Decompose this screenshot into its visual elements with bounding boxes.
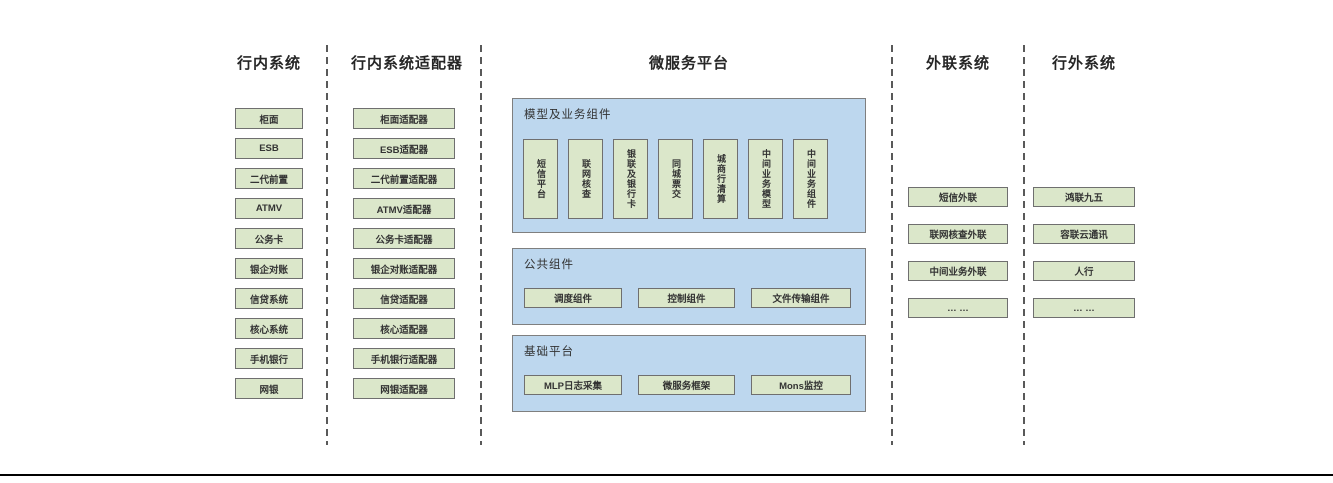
component-node: 银联及银行卡 [613, 139, 648, 219]
external-node: 短信外联 [908, 187, 1008, 207]
column-separator [1023, 45, 1025, 445]
adapters-column: 柜面适配器 ESB适配器 二代前置适配器 ATMV适配器 公务卡适配器 银企对账… [353, 108, 455, 399]
adapter-node: 信贷适配器 [353, 288, 455, 309]
adapter-node: 银企对账适配器 [353, 258, 455, 279]
external-node: 联网核查外联 [908, 224, 1008, 244]
component-node: 同城票交 [658, 139, 693, 219]
adapter-node: 二代前置适配器 [353, 168, 455, 189]
system-node: 手机银行 [235, 348, 303, 369]
outbank-node: 鸿联九五 [1033, 187, 1135, 207]
component-node: 控制组件 [638, 288, 735, 308]
column-separator [480, 45, 482, 445]
component-node: Mons监控 [751, 375, 851, 395]
system-node: 核心系统 [235, 318, 303, 339]
adapter-node: 柜面适配器 [353, 108, 455, 129]
component-node: 文件传输组件 [751, 288, 851, 308]
section-model-components: 模型及业务组件 短信平台 联网核查 银联及银行卡 同城票交 城商行清算 中间业务… [512, 98, 866, 233]
column-header-outbank: 行外系统 [1051, 55, 1117, 72]
adapter-node: 核心适配器 [353, 318, 455, 339]
component-node: 中间业务组件 [793, 139, 828, 219]
model-components-row: 短信平台 联网核查 银联及银行卡 同城票交 城商行清算 中间业务模型 中间业务组… [523, 139, 828, 219]
section-base-platform: 基础平台 MLP日志采集 微服务框架 Mons监控 [512, 335, 866, 412]
component-node: 调度组件 [524, 288, 622, 308]
system-node: 柜面 [235, 108, 303, 129]
system-node: 网银 [235, 378, 303, 399]
system-node: 二代前置 [235, 168, 303, 189]
component-node: MLP日志采集 [524, 375, 622, 395]
inbank-column: 柜面 ESB 二代前置 ATMV 公务卡 银企对账 信贷系统 核心系统 手机银行… [235, 108, 303, 399]
system-node: ATMV [235, 198, 303, 219]
component-node: 城商行清算 [703, 139, 738, 219]
external-column: 短信外联 联网核查外联 中间业务外联 … … [908, 187, 1008, 318]
outbank-column: 鸿联九五 容联云通讯 人行 … … [1033, 187, 1135, 318]
column-header-external: 外联系统 [925, 55, 991, 72]
section-common-components: 公共组件 调度组件 控制组件 文件传输组件 [512, 248, 866, 325]
adapter-node: ESB适配器 [353, 138, 455, 159]
column-header-inbank: 行内系统 [236, 55, 302, 72]
outbank-node: 人行 [1033, 261, 1135, 281]
adapter-node: 公务卡适配器 [353, 228, 455, 249]
adapter-node: ATMV适配器 [353, 198, 455, 219]
column-separator [326, 45, 328, 445]
common-components-row: 调度组件 控制组件 文件传输组件 [524, 288, 851, 308]
system-node: 信贷系统 [235, 288, 303, 309]
column-separator [891, 45, 893, 445]
external-node: 中间业务外联 [908, 261, 1008, 281]
system-node: 公务卡 [235, 228, 303, 249]
outbank-node: … … [1033, 298, 1135, 318]
section-title: 基础平台 [524, 346, 574, 358]
base-platform-row: MLP日志采集 微服务框架 Mons监控 [524, 375, 851, 395]
component-node: 微服务框架 [638, 375, 735, 395]
adapter-node: 网银适配器 [353, 378, 455, 399]
adapter-node: 手机银行适配器 [353, 348, 455, 369]
external-node: … … [908, 298, 1008, 318]
section-title: 模型及业务组件 [524, 109, 612, 121]
component-node: 短信平台 [523, 139, 558, 219]
bottom-border-line [0, 474, 1333, 476]
component-node: 中间业务模型 [748, 139, 783, 219]
column-header-adapters: 行内系统适配器 [350, 55, 464, 72]
component-node: 联网核查 [568, 139, 603, 219]
system-node: 银企对账 [235, 258, 303, 279]
section-title: 公共组件 [524, 259, 574, 271]
system-node: ESB [235, 138, 303, 159]
column-header-platform: 微服务平台 [648, 55, 730, 72]
outbank-node: 容联云通讯 [1033, 224, 1135, 244]
